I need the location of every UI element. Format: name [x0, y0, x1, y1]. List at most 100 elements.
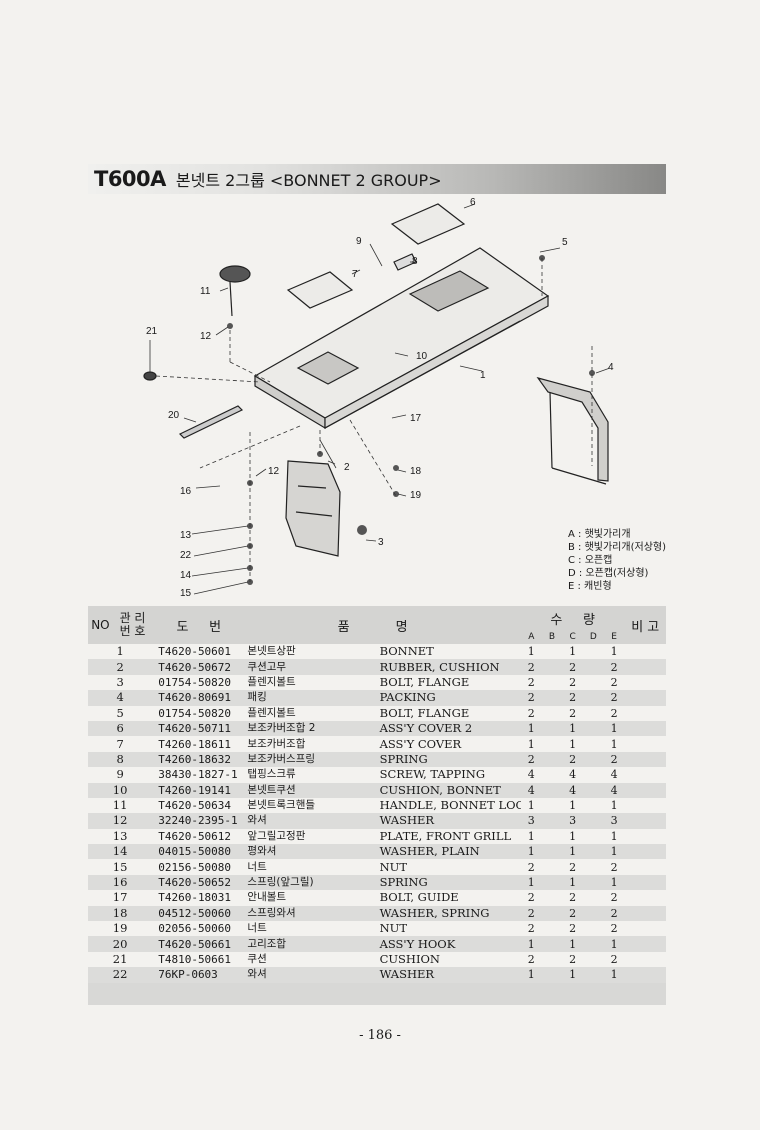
row-qty-c: 1: [562, 844, 584, 860]
row-qty-e: 4: [603, 782, 625, 798]
row-qty-a: 2: [520, 690, 542, 706]
row-name-kr: 평와셔: [245, 844, 366, 860]
row-name-en: CUSHION: [379, 952, 440, 966]
row-remarks: [624, 905, 666, 922]
row-qty-e: 2: [610, 860, 618, 874]
row-qty-e: 2: [603, 659, 625, 675]
row-name-kr: 플렌지볼트: [247, 706, 296, 719]
row-remarks: [624, 844, 666, 860]
row-qty-e: 1: [603, 720, 625, 737]
row-qty-e: 2: [603, 905, 625, 922]
row-no: 8: [88, 751, 153, 768]
row-no: 10: [88, 782, 153, 798]
row-name-en: WASHER: [365, 967, 521, 983]
row-name-en: SPRING: [365, 874, 521, 891]
row-qty-a: 3: [520, 813, 542, 829]
row-qty-b: [541, 874, 563, 891]
row-qty-a: 1: [527, 829, 535, 843]
row-qty-c: 2: [562, 905, 584, 922]
row-qty-b: [542, 921, 563, 936]
row-qty-e: 3: [603, 813, 625, 829]
col-qty-a: A: [520, 630, 542, 644]
row-drawing-no: T4620-50672: [152, 659, 246, 675]
page-number: - 186 -: [359, 1028, 401, 1043]
row-qty-b: [542, 736, 563, 751]
row-no: 20: [88, 936, 153, 952]
row-qty-a: 4: [520, 782, 542, 798]
row-qty-c: 2: [562, 751, 584, 768]
row-qty-d: [583, 659, 604, 675]
page-title-bar: T600A 본넷트 2그룹 <BONNET 2 GROUP>: [88, 164, 666, 194]
row-name-en: ASS'Y COVER 2: [365, 720, 521, 737]
legend-item: A : 햇빛가리개: [568, 529, 631, 540]
row-qty-d: [583, 905, 604, 922]
callout-10: 10: [416, 351, 428, 362]
row-qty-c: 2: [569, 860, 577, 874]
row-qty-e: 4: [610, 768, 618, 782]
row-qty-c: 2: [569, 675, 577, 689]
row-qty-b: [542, 767, 563, 782]
row-no: 3: [116, 674, 124, 689]
row-no: 14: [88, 844, 153, 860]
row-name-en: WASHER, SPRING: [365, 905, 521, 922]
variant-legend: A : 햇빛가리개 B : 햇빛가리개(저상형) C : 오픈캡 D : 오픈캡…: [568, 528, 666, 593]
row-qty-c: 1: [569, 799, 577, 813]
row-qty-b: [541, 844, 563, 860]
row-qty-a: 1: [520, 874, 542, 891]
hook-assy: [178, 405, 244, 439]
row-no: 11: [112, 798, 128, 813]
row-qty-e: 1: [610, 645, 618, 659]
row-no: 7: [116, 736, 124, 751]
col-mgmt-top: 관 리: [119, 611, 146, 625]
callout-4: 4: [608, 362, 614, 373]
row-remarks: [624, 675, 666, 690]
callout-18: 18: [410, 466, 422, 477]
row-drawing-no: 32240-2395-1: [152, 813, 246, 829]
callout-11: 11: [200, 286, 211, 297]
dashed-assembly-lines: [155, 258, 593, 582]
row-name-en: BOLT, FLANGE: [379, 674, 470, 689]
row-qty-c: 1: [562, 936, 584, 952]
row-qty-d: [583, 798, 604, 813]
row-qty-a: 1: [527, 799, 535, 813]
callout-15: 15: [180, 588, 192, 599]
row-no: 6: [88, 720, 153, 737]
row-drawing-no: T4260-18611: [158, 737, 232, 751]
row-qty-c: 1: [562, 720, 584, 737]
row-qty-c: 1: [569, 829, 577, 843]
row-remarks: [624, 767, 666, 782]
callout-22: 22: [180, 550, 192, 561]
legend-item: E : 캐빈형: [568, 581, 612, 592]
row-name-kr: 와셔: [245, 967, 366, 983]
row-remarks: [624, 874, 666, 891]
row-qty-b: [542, 675, 563, 690]
row-qty-d: [583, 844, 604, 860]
row-name-kr: 패킹: [245, 690, 366, 706]
row-qty-d: [583, 690, 604, 706]
row-name-en: ASS'Y COVER: [379, 736, 462, 751]
callout-2: 2: [344, 462, 350, 473]
row-name-en: BOLT, FLANGE: [379, 705, 470, 720]
row-qty-d: [583, 720, 604, 737]
row-name-kr: 안내볼트: [247, 891, 287, 904]
row-name-en: HANDLE, BONNET LOCK: [379, 798, 521, 813]
row-name-en: WASHER, PLAIN: [365, 844, 521, 860]
table-header: NO 관 리 번 호 도 번 품 명 수 량 비 고 A B C D E: [88, 606, 666, 644]
row-qty-a: 2: [527, 891, 535, 905]
row-qty-c: 1: [569, 645, 577, 659]
legend-item: D : 오픈캡(저상형): [568, 568, 649, 579]
row-remarks: [624, 690, 666, 706]
